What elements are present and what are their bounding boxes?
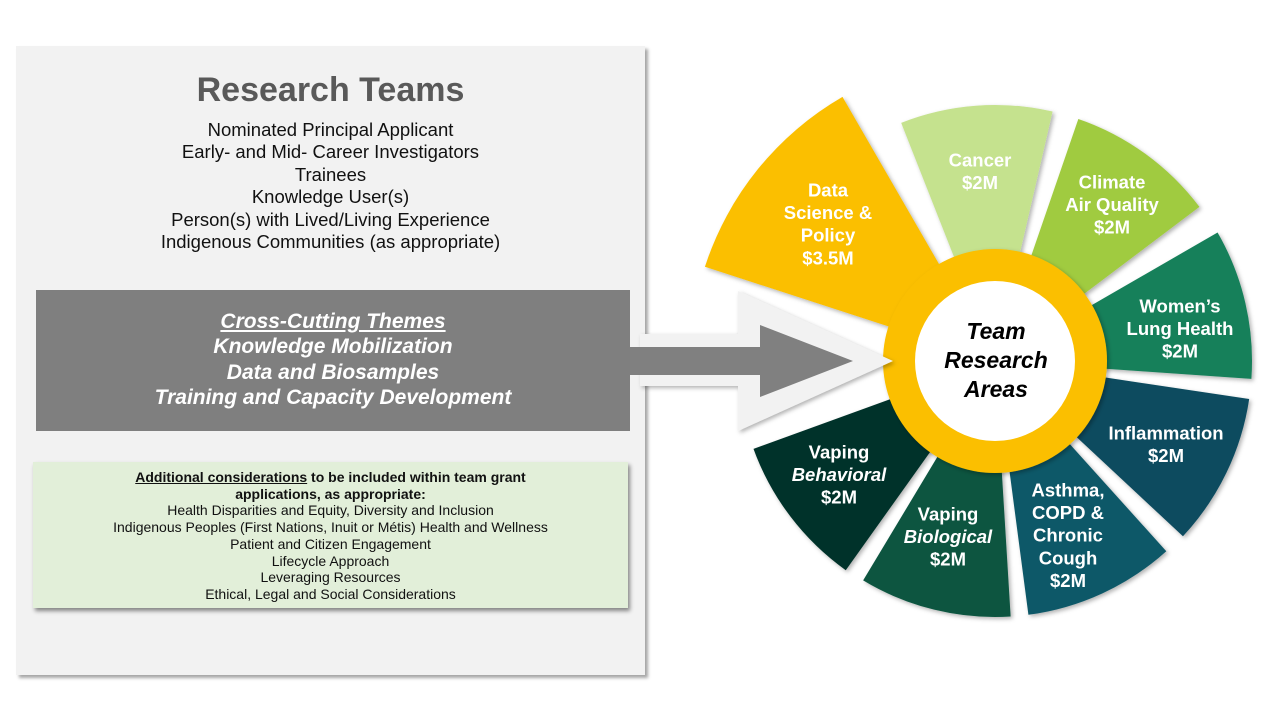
- segment-label-line: COPD &: [1032, 502, 1104, 523]
- center-label-line: Areas: [963, 376, 1028, 402]
- segment-label-line: Inflammation: [1108, 423, 1223, 444]
- segment-amount: $3.5M: [802, 247, 853, 268]
- segment-asthma-copd-chronic-cough: [1007, 431, 1167, 615]
- segment-label-line: Science &: [784, 202, 872, 223]
- additional-considerations-heading: Additional considerations to be included…: [33, 469, 628, 486]
- segment-label-line: Cough: [1039, 547, 1098, 568]
- segment-label-line: Asthma,: [1032, 480, 1105, 501]
- segment-inflammation: [1064, 375, 1250, 537]
- cross-cutting-themes-heading: Cross-Cutting Themes: [220, 310, 446, 333]
- segment-amount: $2M: [930, 549, 966, 570]
- segment-amount: $2M: [821, 487, 857, 508]
- theme-item: Training and Capacity Development: [154, 386, 512, 410]
- team-member-item: Trainees: [294, 163, 367, 185]
- segment-climate-air-quality: [1025, 118, 1200, 304]
- consideration-item: Ethical, Legal and Social Considerations: [205, 585, 456, 602]
- additional-considerations-heading-line2: applications, as appropriate:: [235, 485, 426, 502]
- center-hub: [915, 281, 1075, 441]
- segment-amount: $2M: [1094, 217, 1130, 238]
- segment-label-line: Chronic: [1033, 525, 1103, 546]
- consideration-item: Health Disparities and Equity, Diversity…: [167, 502, 494, 519]
- center-label-line: Research: [944, 347, 1048, 373]
- consideration-item: Indigenous Peoples (First Nations, Inuit…: [113, 519, 548, 536]
- segment-amount: $2M: [1162, 341, 1198, 362]
- segment-vaping-biological: [863, 442, 1011, 618]
- consideration-item: Patient and Citizen Engagement: [230, 535, 431, 552]
- segment-label-line: Policy: [801, 225, 856, 246]
- segment-label-line: Vaping: [809, 442, 870, 463]
- segment-label-line: Data: [808, 180, 849, 201]
- team-member-item: Indigenous Communities (as appropriate): [160, 231, 501, 253]
- team-member-item: Nominated Principal Applicant: [207, 119, 454, 140]
- additional-considerations-box: Additional considerations to be included…: [33, 462, 628, 608]
- cross-cutting-themes-box: Cross-Cutting Themes Knowledge Mobilizat…: [36, 290, 630, 431]
- research-teams-panel: Research Teams Nominated Principal Appli…: [16, 46, 645, 675]
- segment-amount: $2M: [1050, 570, 1086, 591]
- segment-amount: $2M: [1148, 445, 1184, 466]
- team-members-list: Nominated Principal Applicant Early- and…: [16, 119, 645, 253]
- segment-data-science-policy: [704, 96, 948, 332]
- segment-label-line: Behavioral: [792, 464, 887, 485]
- segment-label-line: Cancer: [949, 150, 1012, 171]
- panel-title: Research Teams: [196, 71, 465, 109]
- additional-considerations-heading-rest: to be included within team grant: [307, 469, 526, 485]
- segment-label-line: Vaping: [918, 504, 979, 525]
- arrow-right-icon: [630, 325, 853, 397]
- theme-item: Data and Biosamples: [226, 360, 440, 384]
- consideration-item: Lifecycle Approach: [271, 552, 390, 569]
- segment-label-line: Air Quality: [1065, 194, 1159, 215]
- theme-item: Knowledge Mobilization: [213, 335, 453, 359]
- segment-cancer: [901, 104, 1053, 273]
- segment-label-line: Biological: [904, 526, 993, 547]
- team-member-item: Knowledge User(s): [251, 186, 410, 208]
- segment-label-line: Lung Health: [1127, 318, 1234, 339]
- center-label-line: Team: [966, 318, 1025, 344]
- additional-considerations-heading-underlined: Additional considerations: [135, 469, 308, 485]
- segment-label-line: Women’s: [1139, 296, 1220, 317]
- segment-womens-lung-health: [1077, 232, 1252, 379]
- wheel-segments: [704, 96, 1252, 618]
- consideration-item: Leveraging Resources: [260, 569, 401, 586]
- segment-vaping-behavioral: [753, 393, 940, 571]
- team-member-item: Person(s) with Lived/Living Experience: [171, 208, 490, 230]
- team-member-item: Early- and Mid- Career Investigators: [181, 141, 480, 163]
- segment-label-line: Climate: [1079, 172, 1146, 193]
- segment-amount: $2M: [962, 172, 998, 193]
